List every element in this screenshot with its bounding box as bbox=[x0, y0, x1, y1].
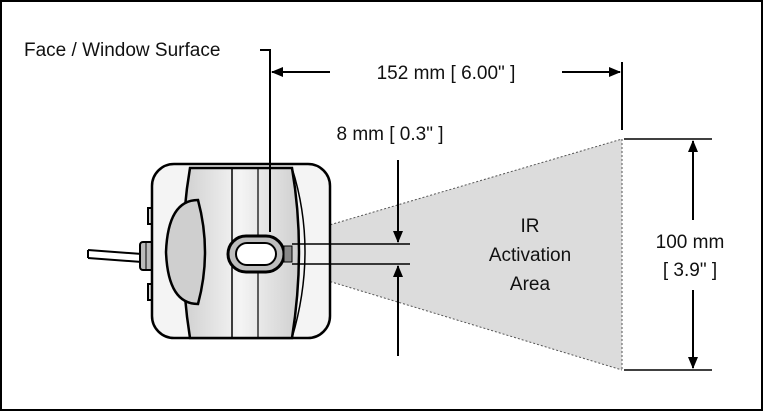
zone-height-in-label: [ 3.9" ] bbox=[663, 260, 717, 281]
side-knob bbox=[164, 198, 207, 306]
scanner-device bbox=[87, 162, 332, 340]
range-label: 152 mm [ 6.00" ] bbox=[377, 63, 516, 84]
window-height-label: 8 mm [ 0.3" ] bbox=[336, 124, 443, 145]
face-surface-label: Face / Window Surface bbox=[24, 40, 220, 61]
face-surface-leader bbox=[260, 49, 271, 232]
zone-label-line2: Activation bbox=[489, 245, 571, 266]
zone-label-line1: IR bbox=[521, 216, 540, 237]
zone-top-edge bbox=[291, 138, 623, 237]
zone-label-line3: Area bbox=[510, 274, 551, 295]
zone-height-mm-label: 100 mm bbox=[656, 232, 725, 253]
cable bbox=[87, 249, 143, 255]
ir-activation-zone bbox=[292, 139, 622, 370]
zone-bottom-edge bbox=[291, 269, 623, 371]
